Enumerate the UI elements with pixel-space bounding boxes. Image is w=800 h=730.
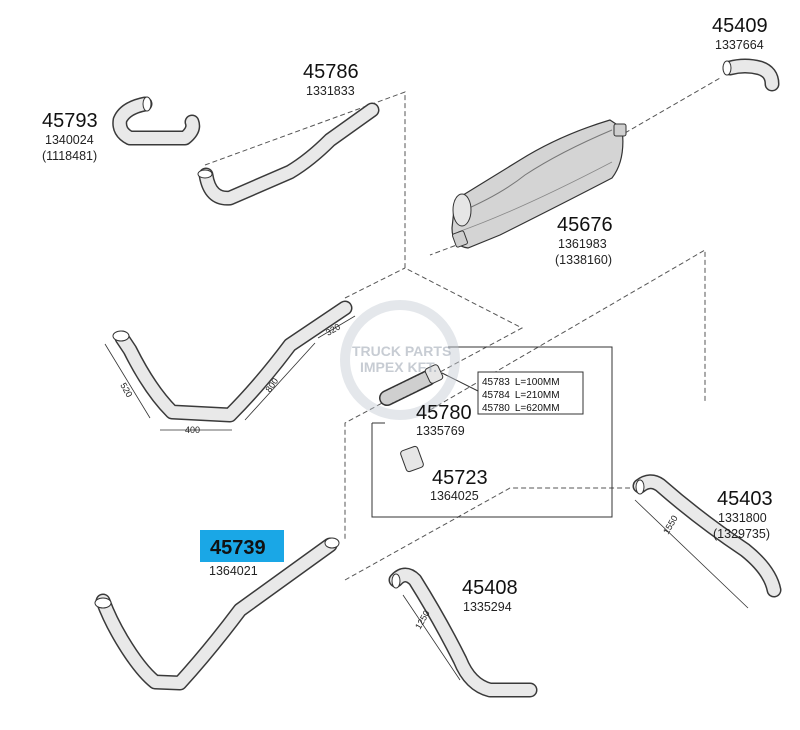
svg-text:1364021: 1364021: [209, 564, 258, 578]
label-45676[interactable]: 45676 1361983 (1338160): [555, 214, 613, 267]
svg-text:IMPEX KFT.: IMPEX KFT.: [360, 359, 437, 375]
label-45408[interactable]: 45408 1335294: [462, 577, 518, 614]
svg-text:45409: 45409: [712, 15, 768, 37]
watermark-logo: TRUCK PARTS IMPEX KFT.: [340, 300, 460, 420]
svg-text:45408: 45408: [462, 577, 518, 599]
svg-text:1337664: 1337664: [715, 38, 764, 52]
label-45793[interactable]: 45793 1340024 (1118481): [42, 110, 98, 163]
svg-text:45739: 45739: [210, 537, 266, 559]
dim-1550: 1550: [661, 514, 680, 536]
label-45409[interactable]: 45409 1337664: [712, 15, 768, 52]
label-45403[interactable]: 45403 1331800 (1329735): [713, 488, 773, 541]
svg-text:45723: 45723: [432, 467, 488, 489]
svg-text:1331800: 1331800: [718, 511, 767, 525]
leader-lines: [204, 77, 721, 581]
pipe-45739[interactable]: [94, 537, 340, 691]
dim-520: 520: [118, 381, 134, 399]
pipe-45409[interactable]: [722, 58, 780, 92]
pipe-45786[interactable]: [197, 102, 380, 206]
svg-text:45786: 45786: [303, 61, 359, 83]
label-45780[interactable]: 45780 1335769: [416, 402, 472, 438]
pipe-long-bent[interactable]: [104, 300, 356, 431]
svg-text:45793: 45793: [42, 110, 98, 132]
label-45739-highlighted[interactable]: 45739 1364021: [200, 530, 284, 578]
svg-text:(1338160): (1338160): [555, 253, 612, 267]
flex-kit-box: [371, 346, 613, 518]
dim-400: 400: [185, 425, 200, 435]
svg-text:1331833: 1331833: [306, 84, 355, 98]
clamp-45723[interactable]: [400, 445, 424, 473]
svg-text:1340024: 1340024: [45, 133, 94, 147]
label-45723[interactable]: 45723 1364025: [430, 467, 488, 503]
pipe-45793[interactable]: [112, 96, 201, 146]
svg-text:45676: 45676: [557, 214, 613, 236]
pipe-45403[interactable]: [632, 474, 782, 609]
flex-pipe-45780[interactable]: [379, 364, 481, 406]
svg-text:1335294: 1335294: [463, 600, 512, 614]
muffler-45676[interactable]: [451, 119, 627, 249]
highlight-box: [200, 530, 284, 562]
svg-text:45780: 45780: [416, 402, 472, 424]
label-45786[interactable]: 45786 1331833: [303, 61, 359, 98]
svg-text:45403: 45403: [717, 488, 773, 510]
svg-text:TRUCK PARTS: TRUCK PARTS: [352, 343, 451, 359]
svg-text:1364025: 1364025: [430, 489, 479, 503]
svg-text:1361983: 1361983: [558, 237, 607, 251]
svg-text:1335769: 1335769: [416, 424, 465, 438]
svg-text:(1329735): (1329735): [713, 527, 770, 541]
pipe-45408[interactable]: [388, 567, 538, 698]
svg-text:(1118481): (1118481): [42, 149, 97, 163]
